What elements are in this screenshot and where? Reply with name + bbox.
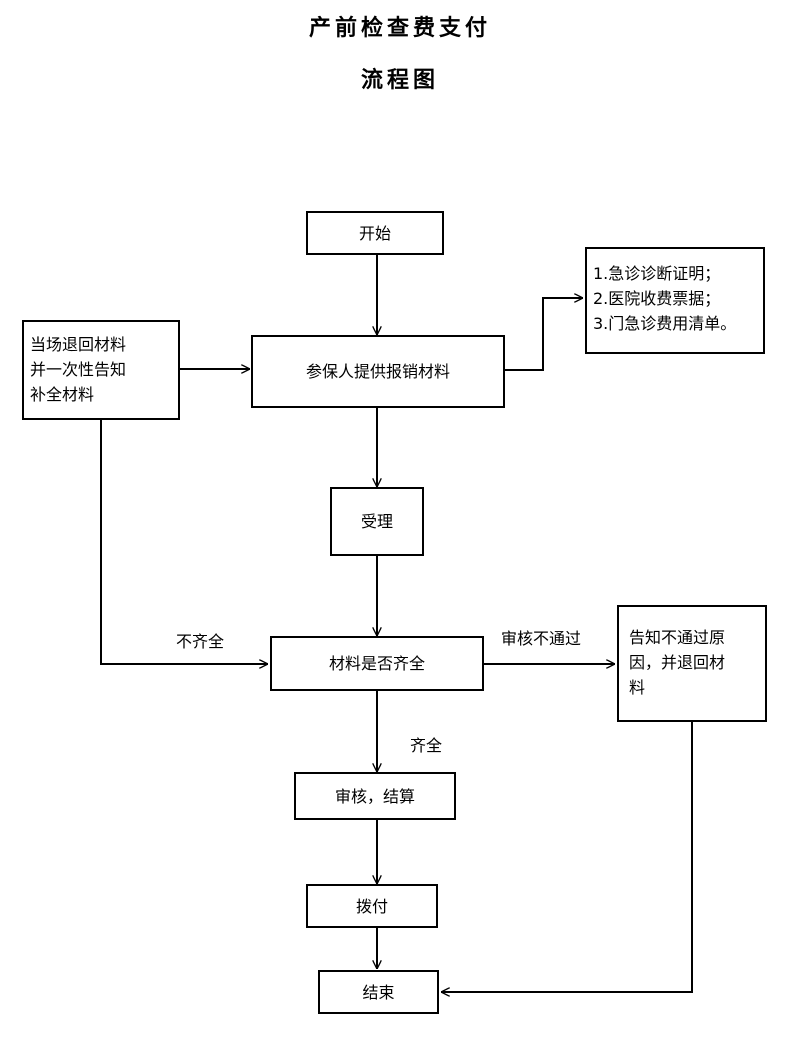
materials-list-item: 3.门急诊费用清单。: [593, 314, 737, 333]
arrow-notify-to-end: [441, 722, 693, 992]
node-start: 开始: [306, 211, 444, 255]
arrow-return-to-check: [100, 420, 268, 664]
notify-fail-line: 因，并退回材: [629, 653, 726, 672]
label-review-failed: 审核不通过: [501, 629, 582, 648]
notify-fail-line: 告知不通过原: [629, 628, 726, 647]
node-submit-materials: 参保人提供报销材料: [251, 335, 505, 408]
label-incomplete: 不齐全: [176, 632, 225, 651]
node-check-complete: 材料是否齐全: [270, 636, 484, 691]
node-review-settle: 审核，结算: [294, 772, 456, 820]
node-payment: 拨付: [306, 884, 438, 928]
node-notify-fail: 告知不通过原 因，并退回材 料: [617, 605, 767, 722]
node-end: 结束: [318, 970, 439, 1014]
node-return-materials: 当场退回材料 并一次性告知 补全材料: [22, 320, 180, 420]
return-materials-line: 补全材料: [30, 385, 95, 404]
return-materials-line: 并一次性告知: [30, 360, 127, 379]
return-materials-line: 当场退回材料: [30, 335, 127, 354]
notify-fail-line: 料: [629, 678, 646, 697]
node-materials-list: 1.急诊诊断证明； 2.医院收费票据； 3.门急诊费用清单。: [585, 247, 765, 354]
materials-list-item: 2.医院收费票据；: [593, 289, 721, 308]
title-line-1: 产前检查费支付: [308, 15, 491, 41]
title-line-2: 流程图: [360, 67, 439, 93]
arrow-submit-to-materials-list: [505, 298, 583, 371]
label-complete: 齐全: [410, 736, 443, 755]
materials-list-item: 1.急诊诊断证明；: [593, 264, 721, 283]
node-accept: 受理: [330, 487, 424, 556]
